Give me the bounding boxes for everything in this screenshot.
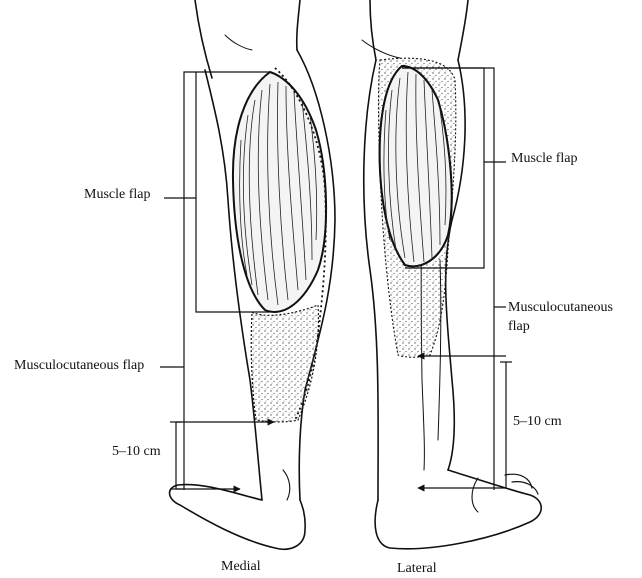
musculocutaneous-flap-label-medial: Musculocutaneous flap	[14, 358, 144, 374]
lateral-thigh-outline	[370, 0, 376, 60]
musculocutaneous-flap-label-lateral-line2: flap	[508, 319, 530, 335]
musculocutaneous-flap-label-lateral-line1: Musculocutaneous	[508, 300, 613, 316]
distance-label-lateral: 5–10 cm	[513, 414, 562, 430]
view-label-lateral: Lateral	[397, 561, 437, 577]
medial-thigh-outline	[195, 0, 212, 78]
view-label-medial: Medial	[221, 559, 261, 575]
distance-label-medial: 5–10 cm	[112, 444, 161, 460]
medial-skin-paddle	[251, 305, 318, 422]
muscle-flap-label-medial: Muscle flap	[84, 187, 150, 203]
medial-thigh-outline-2	[297, 0, 300, 50]
medial-foot-outline	[170, 485, 306, 550]
lateral-thigh-outline-2	[458, 0, 468, 60]
muscle-flap-label-lateral: Muscle flap	[511, 151, 577, 167]
lateral-leg-outer-outline	[364, 60, 378, 500]
